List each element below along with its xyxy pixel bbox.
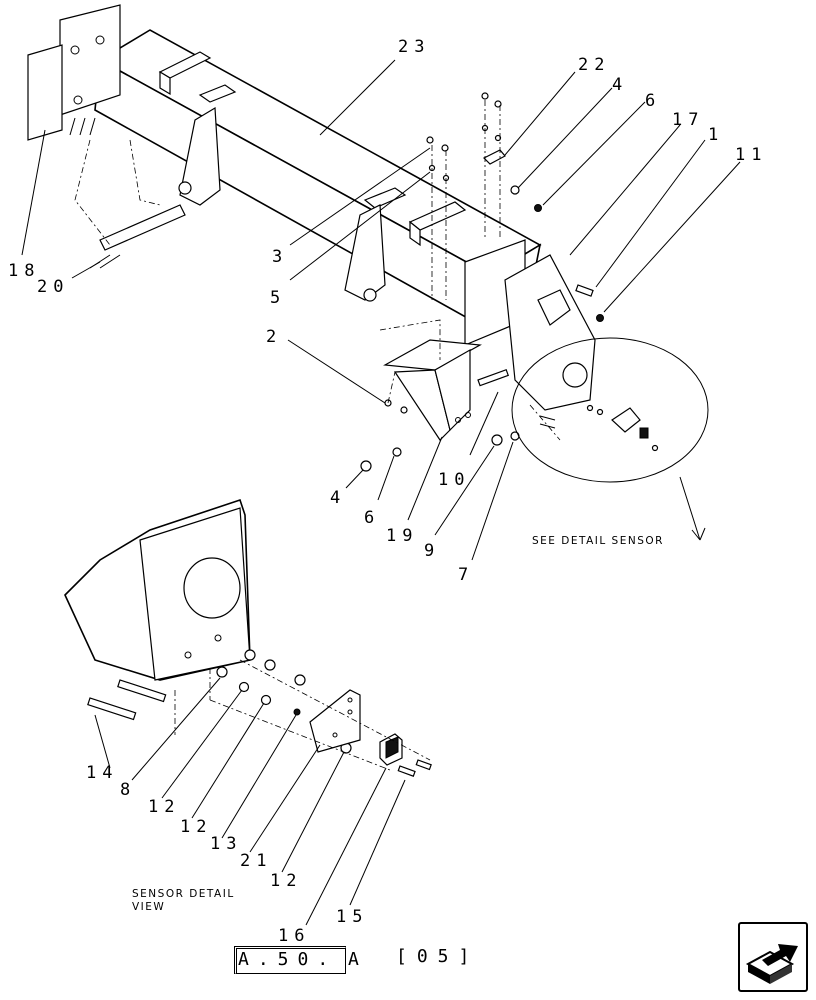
callout-3: 3 <box>272 247 288 267</box>
callout-12-a: 12 <box>148 797 180 817</box>
callout-labels: 23 22 4 6 17 1 11 18 20 3 5 2 10 19 9 7 … <box>8 37 767 946</box>
support-bracket <box>383 339 482 441</box>
callout-19: 19 <box>386 526 418 546</box>
next-page-arrow-icon <box>745 944 798 984</box>
hardware-top <box>360 92 604 472</box>
callout-7: 7 <box>458 565 474 585</box>
callout-22: 22 <box>578 55 610 75</box>
sensor-bracket-left <box>89 204 186 269</box>
center-lines <box>74 100 561 441</box>
callout-23: 23 <box>398 37 430 57</box>
callout-4: 4 <box>612 75 628 95</box>
view-title-line2: VIEW <box>132 901 165 913</box>
reference-code: A.50. <box>238 949 338 970</box>
callout-13: 13 <box>210 834 242 854</box>
callout-16: 16 <box>278 926 310 946</box>
callout-11: 11 <box>735 145 767 165</box>
callout-1: 1 <box>708 125 724 145</box>
callout-10: 10 <box>438 470 470 490</box>
detail-circle <box>511 337 709 541</box>
callout-20: 20 <box>37 277 69 297</box>
reference-box <box>234 946 346 974</box>
next-page-button[interactable] <box>738 922 808 992</box>
callout-15: 15 <box>336 907 368 927</box>
callout-18: 18 <box>8 261 40 281</box>
callout-12-b: 12 <box>180 817 212 837</box>
callout-14: 14 <box>86 763 118 783</box>
reference-suffix: A <box>348 949 368 970</box>
callout-17: 17 <box>672 110 704 130</box>
callout-12-c: 12 <box>270 871 302 891</box>
callout-2: 2 <box>266 327 282 347</box>
callout-4-lower: 4 <box>330 488 346 508</box>
leader-lines <box>21 59 741 926</box>
sensor-bolts <box>87 679 167 721</box>
view-title-line1: SENSOR DETAIL <box>132 888 235 900</box>
detail-note: SEE DETAIL SENSOR <box>532 535 664 547</box>
callout-6-lower: 6 <box>364 508 380 528</box>
callout-5: 5 <box>270 288 286 308</box>
axle-tube <box>27 4 542 327</box>
callout-8: 8 <box>120 780 136 800</box>
sensor-detail-view <box>64 498 432 777</box>
callout-9: 9 <box>424 541 440 561</box>
callout-6: 6 <box>645 91 661 111</box>
reference-page: [05] <box>396 946 480 967</box>
callout-21: 21 <box>240 851 272 871</box>
